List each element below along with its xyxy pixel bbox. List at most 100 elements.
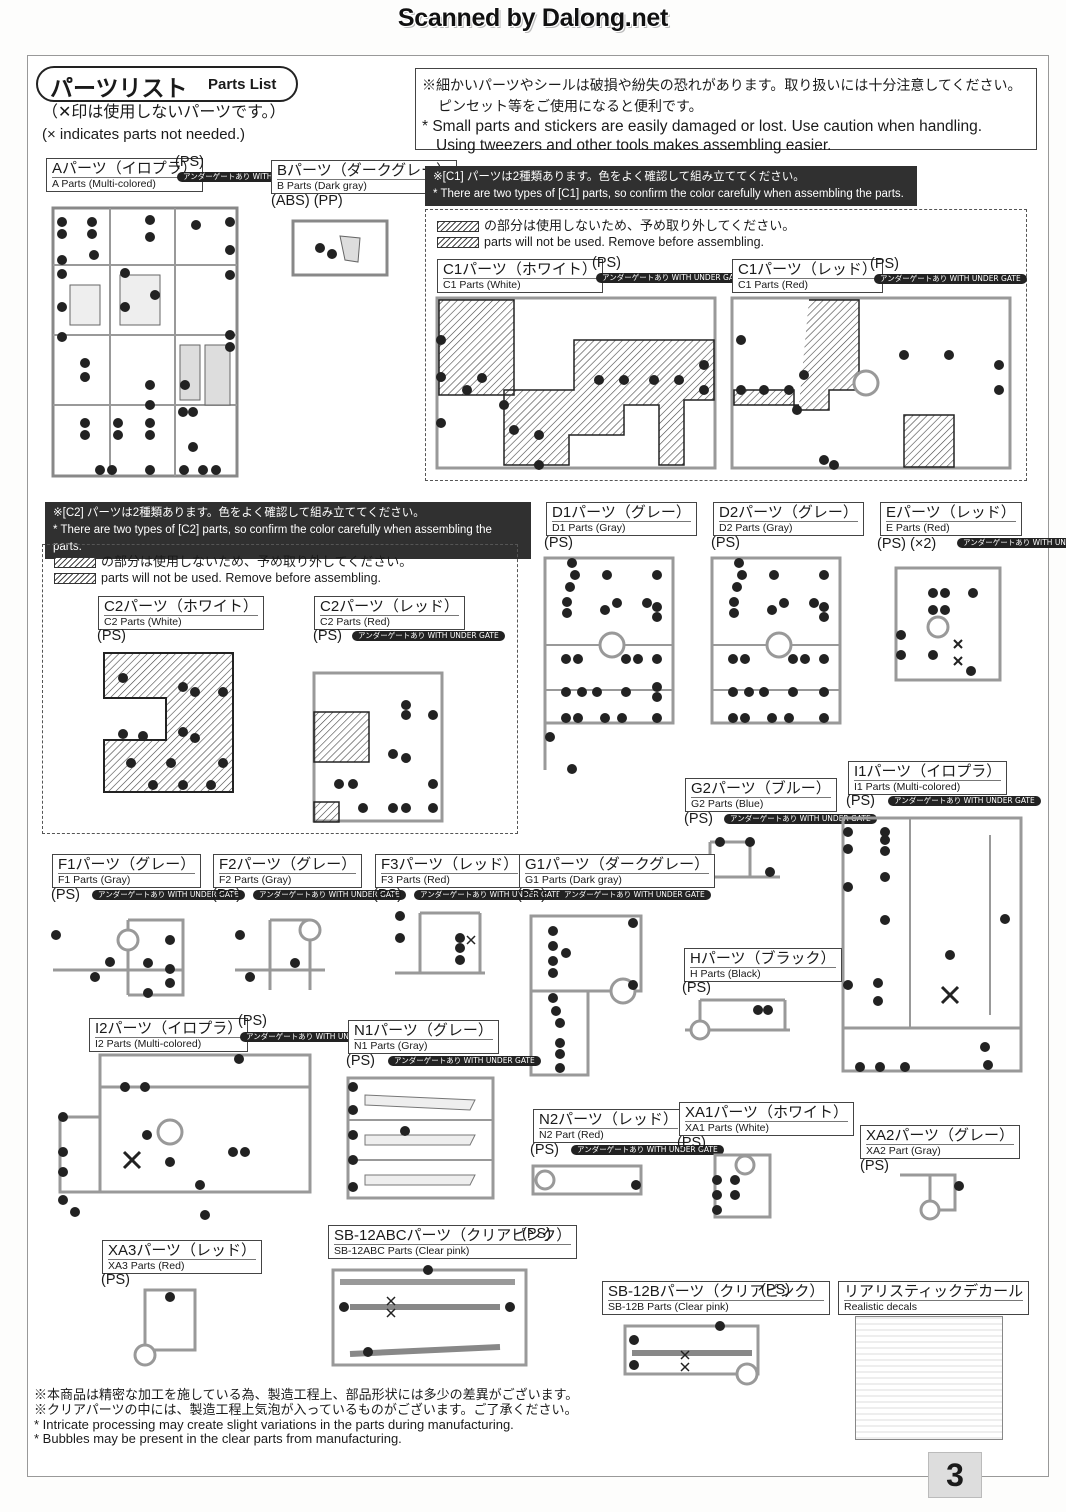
caution-en-2: Using tweezers and other tools makes ass… xyxy=(436,137,832,154)
c2-hatch-note-jp: の部分は使用しないため、予め取り外してください。 xyxy=(54,553,412,570)
material-c2-red: (PS) xyxy=(313,628,342,644)
caution-box: ※細かいパーツやシールは破損や紛失の恐れがあります。取り扱いには十分注意してくだ… xyxy=(415,68,1037,154)
under-gate-badge-c1-white: アンダーゲートあり WITH UNDER GATE xyxy=(596,273,749,283)
runner-label-a: Aパーツ（イロプラ） A Parts (Multi-colored) xyxy=(46,158,203,192)
runner-label-g2: G2パーツ（ブルー） G2 Parts (Blue) xyxy=(685,778,837,812)
runner-sb12abc-frame xyxy=(331,1265,528,1367)
runner-c1-white-frame xyxy=(435,296,717,470)
under-gate-badge-c1-red: アンダーゲートあり WITH UNDER GATE xyxy=(874,274,1027,284)
runner-label-g1: G1パーツ（ダークグレー） G1 Parts (Dark gray) xyxy=(519,854,716,888)
c2-notice-banner: ※[C2] パーツは2種類あります。色をよく確認して組み立ててください。 * T… xyxy=(45,502,531,559)
watermark: Scanned by Dalong.net xyxy=(397,4,669,32)
under-gate-badge-n2: アンダーゲートあり WITH UNDER GATE xyxy=(571,1145,724,1155)
runner-c2-white-frame xyxy=(103,652,234,793)
material-a: (PS) xyxy=(175,154,204,170)
runner-i1-frame xyxy=(841,816,1023,1073)
runner-f2-frame xyxy=(235,918,325,990)
page-number: 3 xyxy=(928,1452,982,1498)
runner-xa3-frame xyxy=(133,1288,197,1367)
under-gate-badge-g1: アンダーゲートあり WITH UNDER GATE xyxy=(558,890,711,900)
c2-section-frame xyxy=(42,544,518,834)
c1-notice-banner: ※[C1] パーツは2種類あります。色をよく確認して組み立ててください。 * T… xyxy=(425,166,917,206)
runner-f1-frame xyxy=(51,918,185,998)
runner-label-f2: F2パーツ（グレー） F2 Parts (Gray) xyxy=(213,854,363,888)
hatch-legend-swatch xyxy=(437,237,479,249)
hatch-legend-swatch xyxy=(54,573,96,585)
footnote-en-1: * Intricate processing may create slight… xyxy=(34,1417,514,1432)
unused-note-jp: （✕印は使用しないパーツです。） xyxy=(42,104,286,121)
runner-c2-red-frame xyxy=(312,671,444,823)
runner-label-h: Hパーツ（ブラック） H Parts (Black) xyxy=(684,948,842,982)
parts-list-title-jp: パーツリスト xyxy=(50,76,188,102)
parts-list-title-en: Parts List xyxy=(208,76,277,93)
caution-en-1: * Small parts and stickers are easily da… xyxy=(422,118,983,135)
runner-label-i1: I1パーツ（イロプラ） I1 Parts (Multi-colored) xyxy=(848,761,1008,795)
c1-hatch-note-jp: の部分は使用しないため、予め取り外してください。 xyxy=(437,217,795,234)
material-e: (PS) (×2) xyxy=(877,536,937,552)
under-gate-badge-c2-red: アンダーゲートあり WITH UNDER GATE xyxy=(352,631,505,641)
hatch-legend-swatch xyxy=(54,557,96,569)
runner-label-f3: F3パーツ（レッド） F3 Parts (Red) xyxy=(375,854,525,888)
material-c2-white: (PS) xyxy=(97,628,126,644)
material-c1-white: (PS) xyxy=(592,255,621,271)
c1-notice-jp: ※[C1] パーツは2種類あります。色をよく確認して組み立ててください。 xyxy=(433,171,805,183)
runner-label-c2-red: C2パーツ（レッド） C2 Parts (Red) xyxy=(314,596,465,630)
footnote-jp-2: ※クリアパーツの中には、製造工程上気泡が入っているものがございます。ご了承くださ… xyxy=(34,1402,578,1417)
material-b: (ABS) (PP) xyxy=(271,193,343,209)
material-f2: (PS) xyxy=(212,887,241,903)
under-gate-badge-f2: アンダーゲートあり WITH UNDER GATE xyxy=(253,890,406,900)
material-xa3: (PS) xyxy=(101,1272,130,1288)
material-c1-red: (PS) xyxy=(870,256,899,272)
parts-list-title-frame xyxy=(36,66,298,102)
material-i2: (PS) xyxy=(238,1013,267,1029)
under-gate-badge-f1: アンダーゲートあり WITH UNDER GATE xyxy=(92,890,245,900)
runner-label-xa3: XA3パーツ（レッド） XA3 Parts (Red) xyxy=(102,1240,263,1274)
runner-f3-frame xyxy=(395,911,485,975)
material-h: (PS) xyxy=(682,980,711,996)
runner-h-frame xyxy=(685,998,790,1041)
under-gate-badge-g2: アンダーゲートあり WITH UNDER GATE xyxy=(724,814,877,824)
material-xa1: (PS) xyxy=(677,1135,706,1151)
c1-hatch-note-en: parts will not be used. Remove before as… xyxy=(437,234,764,251)
material-d1: (PS) xyxy=(544,535,573,551)
material-d2: (PS) xyxy=(711,535,740,551)
runner-label-d2: D2パーツ（グレー） D2 Parts (Gray) xyxy=(713,502,864,536)
runner-label-e: Eパーツ（レッド） E Parts (Red) xyxy=(880,502,1022,536)
under-gate-badge-f3: アンダーゲートあり WITH UNDER GATE xyxy=(414,890,567,900)
unused-note-en: (× indicates parts not needed.) xyxy=(42,126,246,143)
under-gate-badge-a: アンダーゲートあり WITH UNDER GATE xyxy=(177,172,330,182)
hatch-legend-swatch xyxy=(437,221,479,233)
runner-label-c1-white: C1パーツ（ホワイト） C1 Parts (White) xyxy=(437,259,603,293)
material-n2: (PS) xyxy=(530,1142,559,1158)
under-gate-badge-i2: アンダーゲートあり WITH UNDER GATE xyxy=(240,1032,393,1042)
runner-i2-frame xyxy=(58,1053,312,1220)
material-f1: (PS) xyxy=(51,887,80,903)
material-n1: (PS) xyxy=(346,1053,375,1069)
caution-jp-1: ※細かいパーツやシールは破損や紛失の恐れがあります。取り扱いには十分注意してくだ… xyxy=(422,77,1022,93)
runner-b-frame xyxy=(291,219,389,277)
runner-label-xa2: XA2パーツ（グレー） XA2 Part (Gray) xyxy=(860,1125,1021,1159)
runner-xa2-frame xyxy=(900,1173,964,1221)
material-g2: (PS) xyxy=(684,811,713,827)
runner-label-n1: N1パーツ（グレー） N1 Parts (Gray) xyxy=(348,1020,499,1054)
runner-label-c2-white: C2パーツ（ホワイト） C2 Parts (White) xyxy=(98,596,264,630)
under-gate-badge-n1: アンダーゲートあり WITH UNDER GATE xyxy=(388,1056,541,1066)
material-xa2: (PS) xyxy=(860,1158,889,1174)
runner-c1-red-frame xyxy=(730,296,1012,470)
runner-sb12b-frame xyxy=(623,1321,760,1386)
runner-a-frame xyxy=(51,206,239,478)
runner-label-sb12abc: SB-12ABCパーツ（クリアピンク） SB-12ABC Parts (Clea… xyxy=(328,1225,578,1259)
c2-hatch-note-en: parts will not be used. Remove before as… xyxy=(54,570,381,587)
runner-g1-frame xyxy=(529,914,643,1077)
runner-label-i2: I2パーツ（イロプラ） I2 Parts (Multi-colored) xyxy=(89,1018,249,1052)
footnote-en-2: * Bubbles may be present in the clear pa… xyxy=(34,1431,402,1446)
decal-sheet-thumbnail xyxy=(855,1316,1003,1440)
c1-section-frame xyxy=(425,209,1027,481)
footnote-jp-1: ※本商品は精密な加工を施している為、製造工程上、部品形状には多少の差異がございま… xyxy=(34,1387,579,1402)
material-i1: (PS) xyxy=(846,793,875,809)
runner-e-frame xyxy=(894,566,1002,682)
runner-label-decal: リアリスティックデカール Realistic decals xyxy=(838,1281,1030,1315)
runner-d2-frame xyxy=(710,556,842,725)
runner-xa1-frame xyxy=(712,1153,772,1219)
runner-n2-frame xyxy=(531,1164,643,1196)
